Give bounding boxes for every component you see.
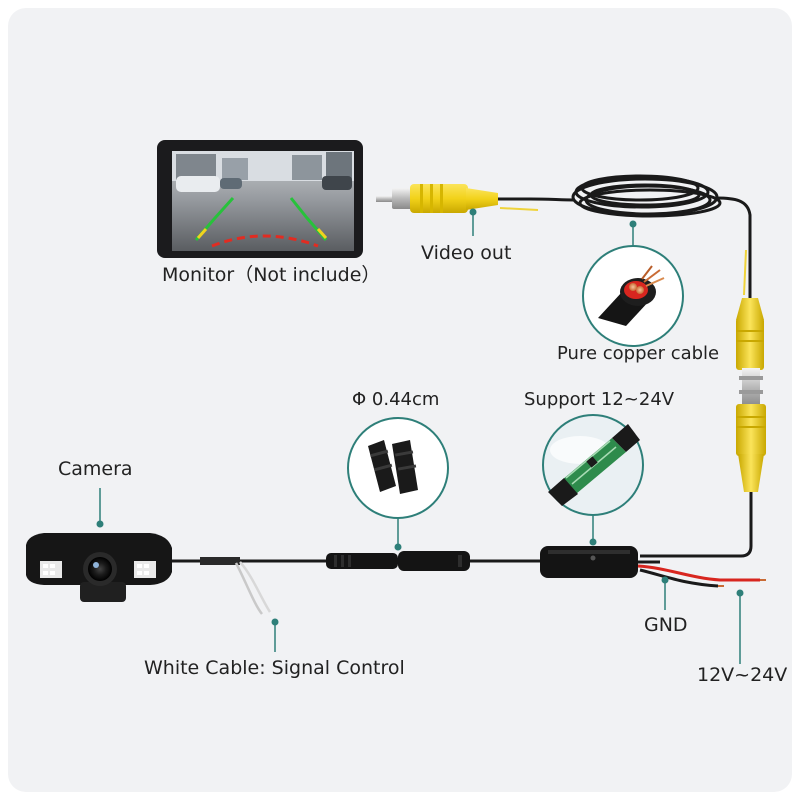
monitor-label: Monitor（Not include）	[162, 264, 381, 286]
camera-led-right	[134, 561, 156, 578]
monitor-icon	[157, 140, 363, 258]
power-module-icon	[542, 414, 644, 516]
power-module	[540, 546, 638, 578]
rca-plug-icon	[376, 184, 539, 213]
cable-coil-icon	[571, 174, 722, 218]
connector-icon	[347, 417, 449, 519]
gnd-label: GND	[644, 614, 688, 636]
background-panel	[8, 8, 792, 792]
white-cable-label: White Cable: Signal Control	[144, 657, 405, 679]
copper-cable-label: Pure copper cable	[557, 343, 720, 364]
callout-leaders	[96, 208, 744, 664]
video-out-label: Video out	[421, 242, 512, 264]
diameter-label: Φ 0.44cm	[352, 389, 440, 410]
rca-connector-vertical	[736, 298, 766, 492]
camera-icon	[26, 533, 172, 602]
voltage-range-label: 12V~24V	[697, 664, 788, 686]
support-voltage-label: Support 12~24V	[524, 389, 675, 410]
camera-led-left	[40, 561, 62, 578]
camera-label: Camera	[58, 458, 133, 480]
inline-connector	[326, 551, 470, 571]
copper-wire-icon	[582, 245, 684, 347]
